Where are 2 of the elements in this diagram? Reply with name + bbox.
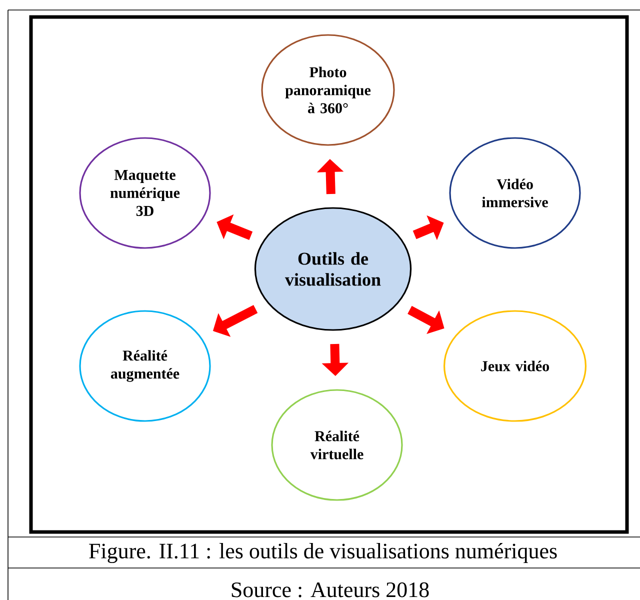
source-note: Source : Auteurs 2018 <box>232 582 429 598</box>
figure-caption: Figure. II.11 : les outils de visualisations numériques <box>89 542 557 564</box>
